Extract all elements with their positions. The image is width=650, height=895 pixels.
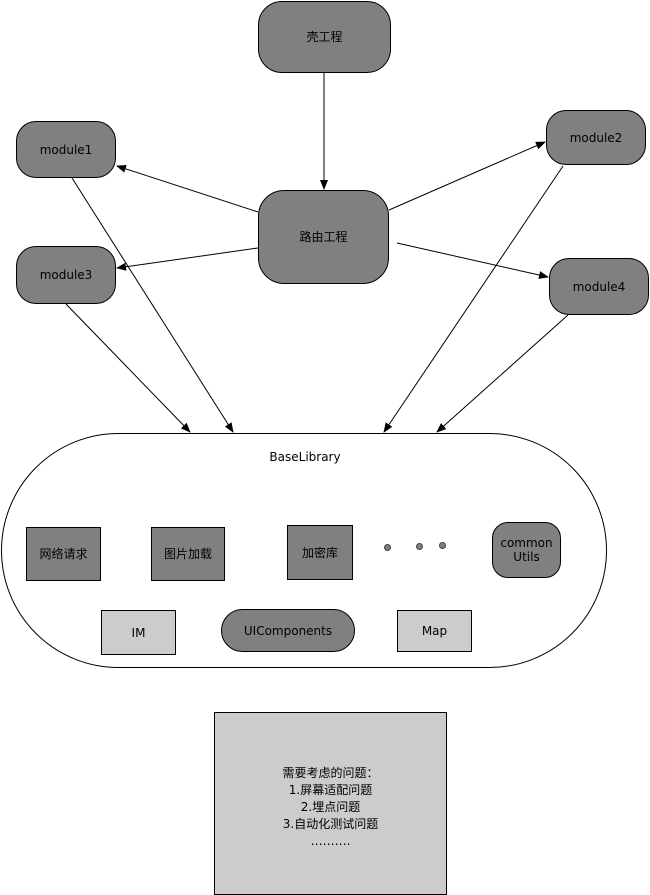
arrow-module3-to-baselib [65,303,191,433]
arrow-router-to-module1 [116,164,259,213]
im-label: IM [131,625,146,640]
module1-node: module1 [16,121,116,178]
base-library-title: BaseLibrary [269,450,341,464]
common-utils-label: common Utils [500,536,553,564]
module2-node: module2 [546,110,646,165]
shell-project-node: 壳工程 [258,1,391,73]
arrow-module1-to-baselib [71,177,234,433]
shell-project-label: 壳工程 [306,30,343,44]
arrow-router-to-module3 [116,247,259,271]
consideration-item: 3.自动化测试问题 [282,817,379,831]
common-utils-node: common Utils [492,522,561,578]
module4-label: module4 [572,279,626,294]
network-request-label: 网络请求 [39,547,88,561]
ellipsis-dot-1 [384,544,391,551]
ellipsis-dot-2 [416,543,423,550]
router-project-label: 路由工程 [299,230,348,244]
image-loading-box: 图片加载 [151,527,225,581]
ui-components-node: UIComponents [221,609,355,652]
ellipsis-dot-3 [439,542,446,549]
arrow-router-to-module2 [388,141,546,211]
module4-node: module4 [549,258,649,315]
image-loading-label: 图片加载 [163,547,212,561]
im-box: IM [101,610,176,655]
crypto-library-label: 加密库 [301,545,338,560]
consideration-item: ………. [310,834,351,848]
consideration-item: 1.屏幕适配问题 [288,783,373,797]
arrow-module4-to-baselib [436,314,569,433]
ui-components-label: UIComponents [243,623,333,638]
map-box: Map [397,610,472,652]
considerations-note: 需要考虑的问题： 1.屏幕适配问题 2.埋点问题 3.自动化测试问题 ………. [214,712,447,895]
map-label: Map [421,624,448,638]
arrow-router-to-module4 [396,242,549,279]
module2-label: module2 [569,130,623,145]
router-project-node: 路由工程 [258,190,389,284]
crypto-library-box: 加密库 [287,525,353,580]
module3-node: module3 [16,246,116,304]
module1-label: module1 [39,142,93,157]
considerations-heading: 需要考虑的问题： [282,766,379,780]
consideration-item: 2.埋点问题 [300,800,361,814]
module3-label: module3 [39,268,93,282]
considerations-text: 需要考虑的问题： 1.屏幕适配问题 2.埋点问题 3.自动化测试问题 ………. [215,765,446,850]
arrow-module2-to-baselib [383,165,564,433]
network-request-box: 网络请求 [26,527,101,581]
